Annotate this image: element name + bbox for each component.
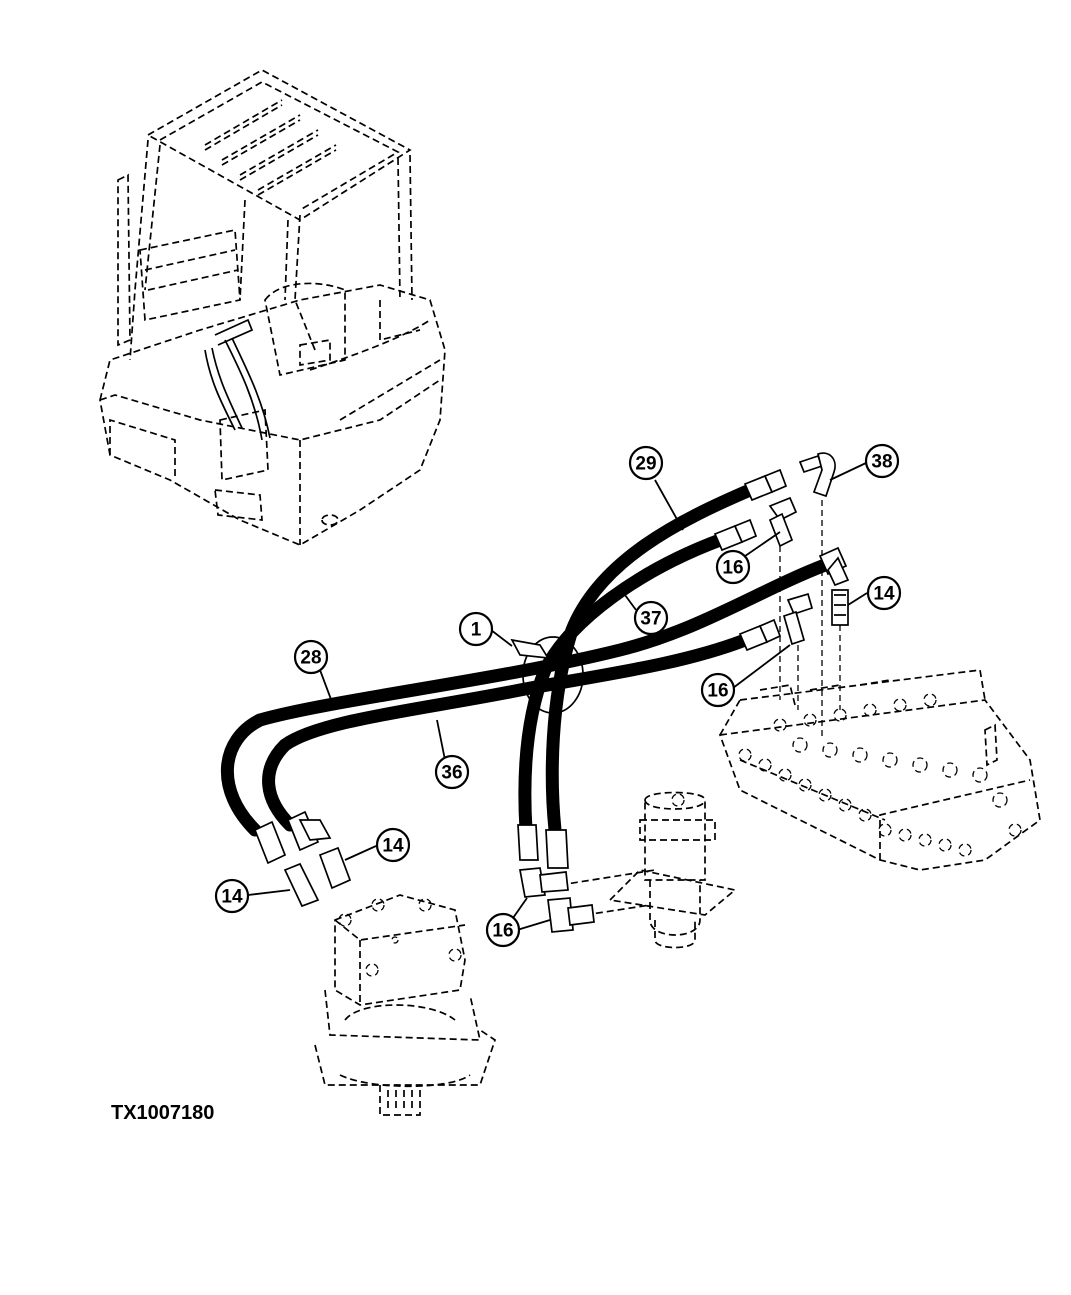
callout-1: 1 [458, 611, 494, 647]
control-valve-outline [718, 669, 1041, 871]
callout-leaders [247, 462, 868, 931]
callout-37: 37 [633, 600, 669, 636]
excavator-machine-outline [99, 69, 446, 546]
hose-36 [262, 633, 752, 832]
callout-16-middle: 16 [700, 672, 736, 708]
callout-label: 14 [873, 584, 895, 605]
callout-14-left: 14 [214, 878, 250, 914]
callout-36: 36 [434, 754, 470, 790]
hydraulic-hoses [220, 483, 832, 837]
callout-label: 16 [707, 681, 728, 702]
hose-28 [220, 558, 832, 837]
callout-14-center: 14 [375, 827, 411, 863]
callout-label: 36 [441, 763, 462, 784]
callout-38: 38 [864, 443, 900, 479]
callout-label: 28 [300, 648, 321, 669]
hose-clamp [510, 636, 584, 714]
callout-29: 29 [628, 445, 664, 481]
swing-motor-outline [314, 894, 497, 1116]
callout-label: 29 [635, 454, 656, 475]
callout-label: 16 [722, 558, 743, 579]
callout-16-lower: 16 [485, 912, 521, 948]
callout-label: 38 [871, 452, 892, 473]
callout-label: 14 [221, 887, 243, 908]
callout-14-right: 14 [866, 575, 902, 611]
figure-id-label: TX1007180 [111, 1102, 214, 1124]
callout-28: 28 [293, 639, 329, 675]
callout-label: 16 [492, 921, 513, 942]
swivel-joint-outline [559, 791, 737, 949]
callout-label: 1 [471, 620, 482, 641]
callout-label: 37 [640, 609, 661, 630]
callout-16-upper: 16 [715, 549, 751, 585]
callout-label: 14 [382, 836, 404, 857]
